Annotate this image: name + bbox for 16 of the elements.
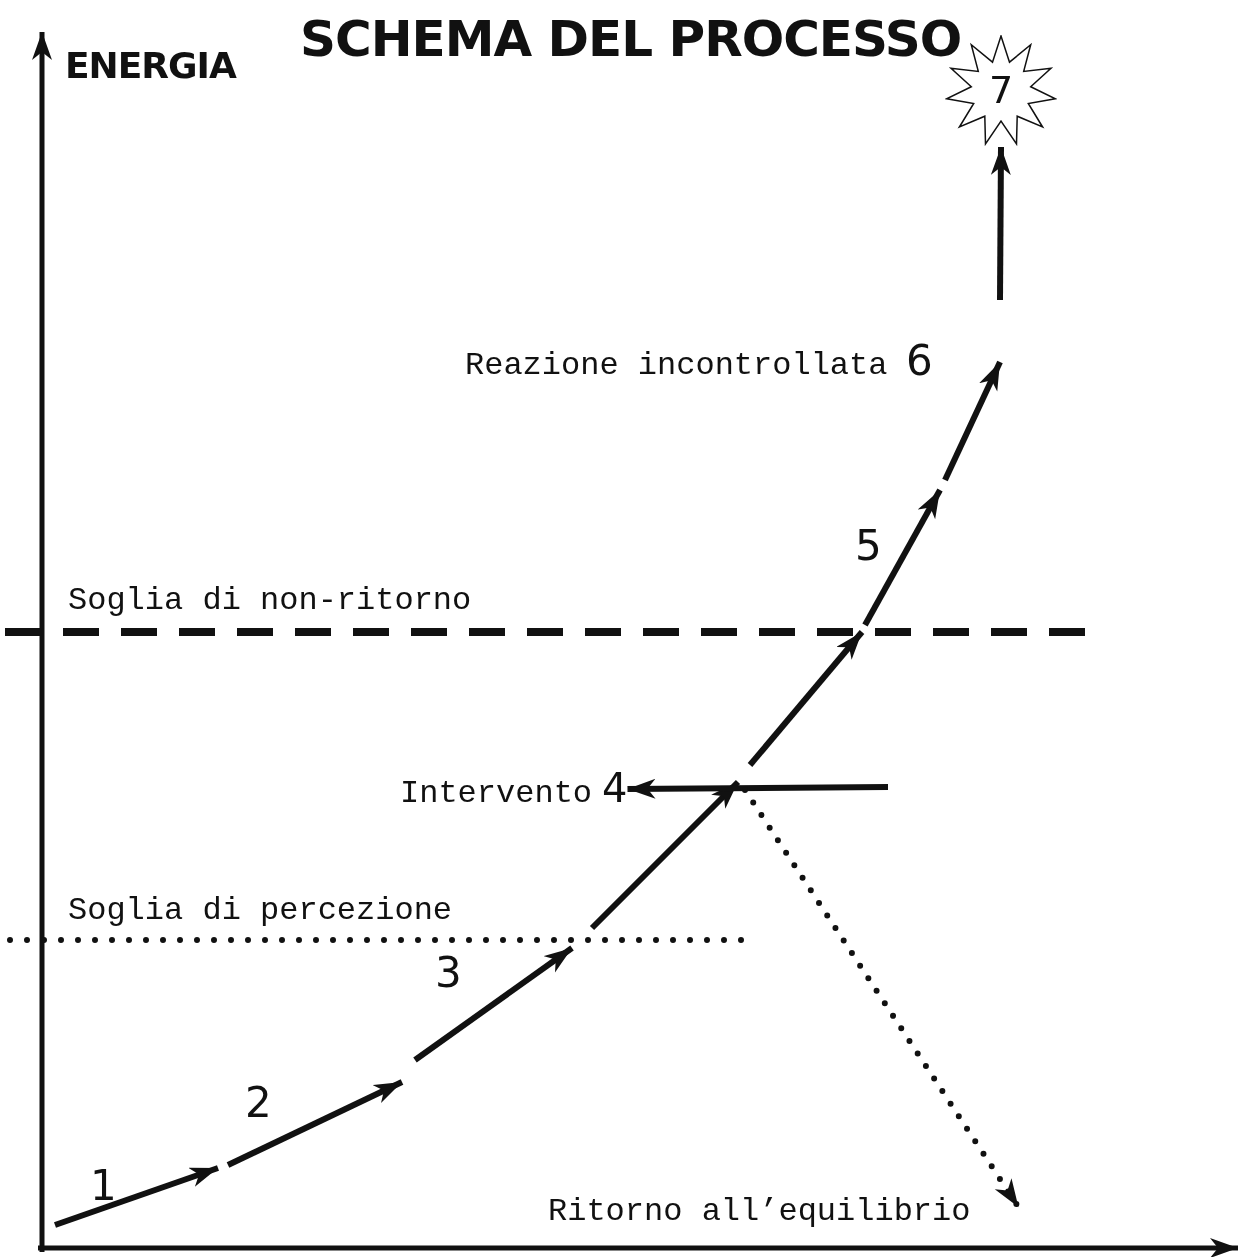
arrow xyxy=(627,778,889,799)
step-number: 1 xyxy=(90,1165,117,1207)
step-number: 7 xyxy=(987,71,1015,109)
arrow xyxy=(990,146,1011,301)
axis-title: ENERGIA xyxy=(65,48,236,84)
title: SCHEMA DEL PROCESSO xyxy=(300,14,962,64)
node-label: Intervento xyxy=(400,775,593,812)
step-number: 4 xyxy=(602,765,628,811)
step-number: 5 xyxy=(855,525,882,567)
step-number: 3 xyxy=(435,952,462,994)
stage-label: Reazione incontrollata xyxy=(465,350,888,382)
threshold-label: Soglia di percezione xyxy=(68,895,453,927)
threshold-label: Soglia di non-ritorno xyxy=(68,585,472,617)
step-number: 2 xyxy=(245,1082,272,1124)
node-label: Ritorno all’equilibrio xyxy=(548,1193,971,1230)
step-number: 6 xyxy=(906,340,933,382)
